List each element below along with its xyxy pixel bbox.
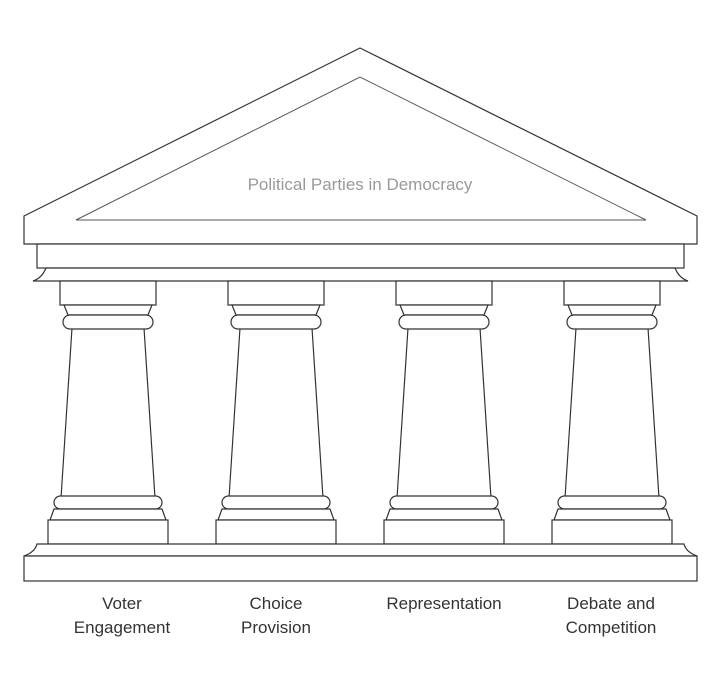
pillar-bottom-ring xyxy=(557,495,667,510)
base-step-top xyxy=(23,543,698,557)
pillar-label-line: Provision xyxy=(241,618,311,637)
pillar-3 xyxy=(551,280,673,545)
base-step-bottom xyxy=(23,555,698,582)
pillar-capital xyxy=(227,280,325,306)
pillar-shaft xyxy=(564,327,660,499)
pillar-bottom-ring xyxy=(221,495,331,510)
pillar-top-ring xyxy=(62,314,154,330)
pillar-label-line: Voter xyxy=(102,594,142,613)
pillar-bottom-ring xyxy=(53,495,163,510)
pillar-plinth xyxy=(215,519,337,545)
pillar-plinth xyxy=(47,519,169,545)
pillar-0 xyxy=(47,280,169,545)
pillar-plinth xyxy=(383,519,505,545)
pillar-label-1: Choice Provision xyxy=(201,592,351,640)
pillar-capital-neck xyxy=(399,304,489,316)
pillar-capital xyxy=(563,280,661,306)
pillar-label-line: Engagement xyxy=(73,618,171,637)
pillar-base-neck xyxy=(49,508,167,521)
pediment-inner-triangle xyxy=(75,76,647,221)
entablature-beam xyxy=(36,243,685,269)
entablature-base xyxy=(32,267,689,282)
pillar-label-3: Debate and Competition xyxy=(536,592,686,640)
pillar-capital xyxy=(59,280,157,306)
pillar-shaft xyxy=(60,327,156,499)
pillar-bottom-ring xyxy=(389,495,499,510)
pillar-capital-neck xyxy=(567,304,657,316)
pillar-base-neck xyxy=(217,508,335,521)
pillar-shaft xyxy=(228,327,324,499)
diagram-title: Political Parties in Democracy xyxy=(248,175,473,194)
pillar-label-line: Competition xyxy=(565,618,657,637)
pillar-label-line: Debate and xyxy=(567,594,655,613)
pillar-label-0: Voter Engagement xyxy=(47,592,197,640)
pillar-plinth xyxy=(551,519,673,545)
pillar-1 xyxy=(215,280,337,545)
pillar-base-neck xyxy=(385,508,503,521)
pillar-label-line: Representation xyxy=(386,594,502,613)
pillar-capital xyxy=(395,280,493,306)
pillar-capital-neck xyxy=(63,304,153,316)
pillar-label-2: Representation xyxy=(369,592,519,616)
pillar-top-ring xyxy=(398,314,490,330)
pillar-top-ring xyxy=(566,314,658,330)
pillar-label-line: Choice xyxy=(249,594,303,613)
pillar-shaft xyxy=(396,327,492,499)
pillar-top-ring xyxy=(230,314,322,330)
pediment xyxy=(23,47,698,245)
pillar-base-neck xyxy=(553,508,671,521)
pillar-capital-neck xyxy=(231,304,321,316)
pillar-2 xyxy=(383,280,505,545)
